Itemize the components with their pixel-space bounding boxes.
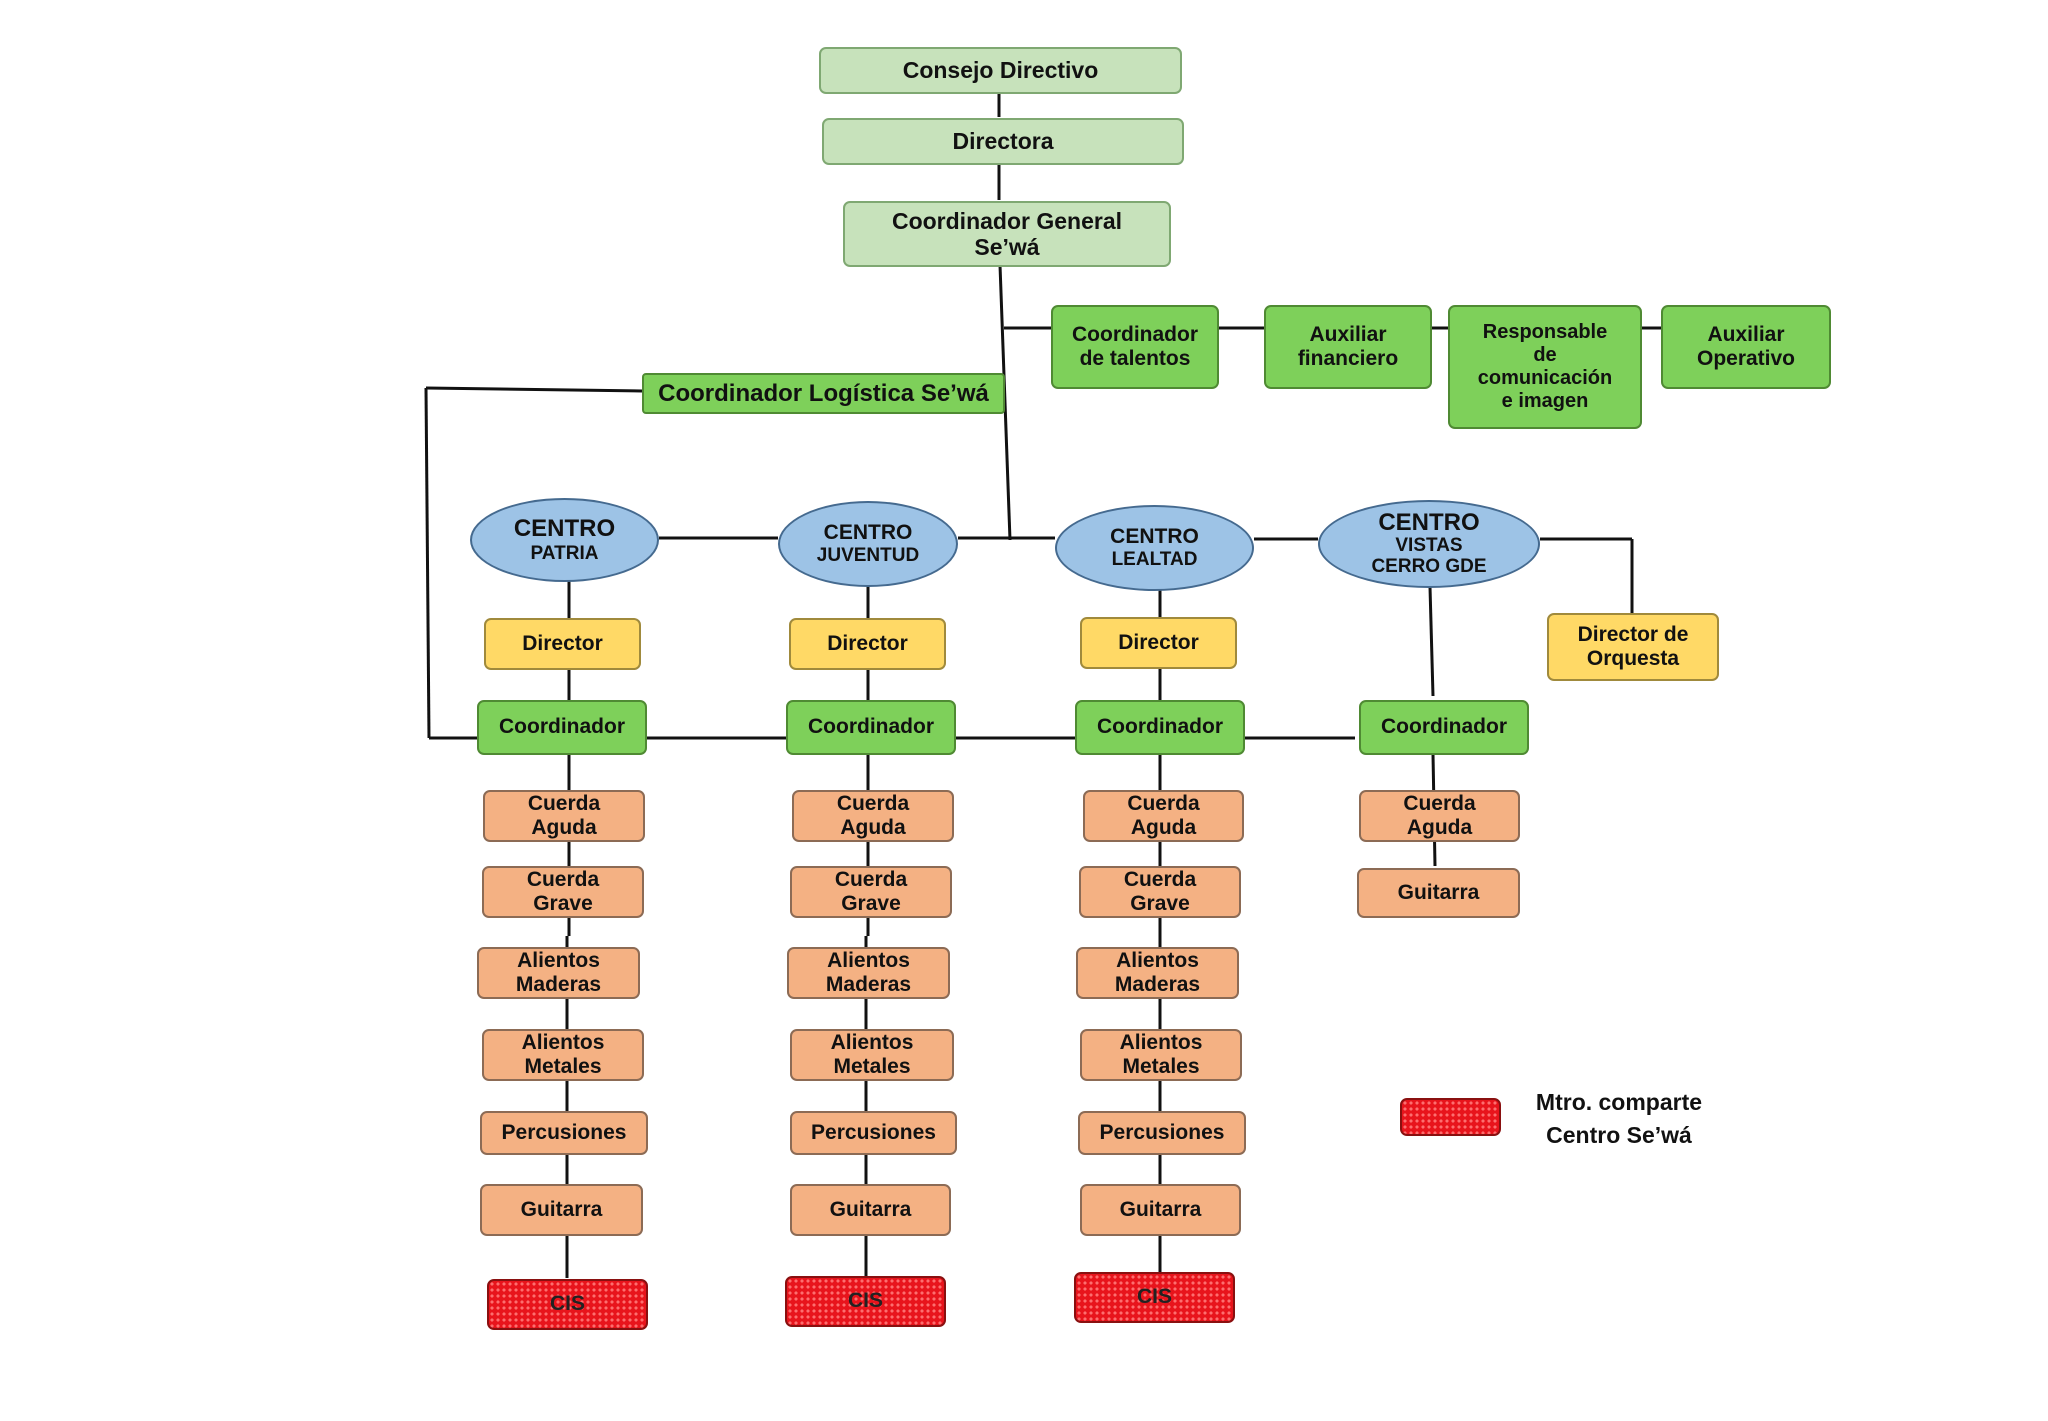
seccion-guitarra: Guitarra xyxy=(1357,868,1520,918)
seccion-percusiones: Percusiones xyxy=(480,1111,648,1155)
seccion-cuerda-aguda: Cuerda Aguda xyxy=(483,790,645,842)
seccion-cuerda-grave: Cuerda Grave xyxy=(790,866,952,918)
centro-title: CENTRO xyxy=(513,515,616,543)
seccion-guitarra: Guitarra xyxy=(790,1184,951,1236)
director-patria: Director xyxy=(484,618,641,670)
centro-name: LEALTAD xyxy=(1111,549,1198,571)
centro-name: VISTAS CERRO GDE xyxy=(1371,535,1487,578)
centro-name: PATRIA xyxy=(530,542,599,564)
seccion-cuerda-aguda: Cuerda Aguda xyxy=(1083,790,1244,842)
director-lealtad: Director xyxy=(1080,617,1237,669)
coordinador-logistica-box: Coordinador Logística Se’wá xyxy=(642,373,1005,414)
directora-box: Directora xyxy=(822,118,1184,165)
seccion-cuerda-grave: Cuerda Grave xyxy=(482,866,644,918)
seccion-cuerda-aguda: Cuerda Aguda xyxy=(1359,790,1520,842)
cis-box: CIS xyxy=(487,1279,648,1330)
centro-juventud-ellipse: CENTRO JUVENTUD xyxy=(778,501,958,587)
seccion-percusiones: Percusiones xyxy=(790,1111,957,1155)
seccion-percusiones: Percusiones xyxy=(1078,1111,1246,1155)
centro-lealtad-ellipse: CENTRO LEALTAD xyxy=(1055,505,1254,591)
centro-title: CENTRO xyxy=(823,521,913,544)
coordinador-general-box: Coordinador General Se’wá xyxy=(843,201,1171,267)
seccion-alientos-maderas: Alientos Maderas xyxy=(477,947,640,999)
staff-responsable-comunicacion: Responsable de comunicación e imagen xyxy=(1448,305,1642,429)
legend-swatch xyxy=(1400,1098,1501,1136)
staff-coordinador-talentos: Coordinador de talentos xyxy=(1051,305,1219,389)
staff-auxiliar-financiero: Auxiliar financiero xyxy=(1264,305,1432,389)
seccion-alientos-metales: Alientos Metales xyxy=(1080,1029,1242,1081)
cis-box: CIS xyxy=(785,1276,946,1327)
seccion-guitarra: Guitarra xyxy=(480,1184,643,1236)
coordinador-juventud: Coordinador xyxy=(786,700,956,755)
coordinador-patria: Coordinador xyxy=(477,700,647,755)
seccion-alientos-maderas: Alientos Maderas xyxy=(1076,947,1239,999)
seccion-alientos-maderas: Alientos Maderas xyxy=(787,947,950,999)
centro-title: CENTRO xyxy=(1110,525,1199,548)
centro-patria-ellipse: CENTRO PATRIA xyxy=(470,498,659,582)
legend-label: Mtro. comparte Centro Se’wá xyxy=(1535,1089,1703,1149)
consejo-directivo-box: Consejo Directivo xyxy=(819,47,1182,94)
seccion-alientos-metales: Alientos Metales xyxy=(790,1029,954,1081)
director-juventud: Director xyxy=(789,618,946,670)
seccion-cuerda-grave: Cuerda Grave xyxy=(1079,866,1241,918)
centro-title: CENTRO xyxy=(1378,508,1480,536)
centro-vistas-ellipse: CENTRO VISTAS CERRO GDE xyxy=(1318,500,1540,588)
coordinador-lealtad: Coordinador xyxy=(1075,700,1245,755)
seccion-cuerda-aguda: Cuerda Aguda xyxy=(792,790,954,842)
cis-box: CIS xyxy=(1074,1272,1235,1323)
director-orquesta: Director de Orquesta xyxy=(1547,613,1719,681)
coordinador-vistas: Coordinador xyxy=(1359,700,1529,755)
staff-auxiliar-operativo: Auxiliar Operativo xyxy=(1661,305,1831,389)
seccion-guitarra: Guitarra xyxy=(1080,1184,1241,1236)
seccion-alientos-metales: Alientos Metales xyxy=(482,1029,644,1081)
centro-name: JUVENTUD xyxy=(816,545,920,567)
